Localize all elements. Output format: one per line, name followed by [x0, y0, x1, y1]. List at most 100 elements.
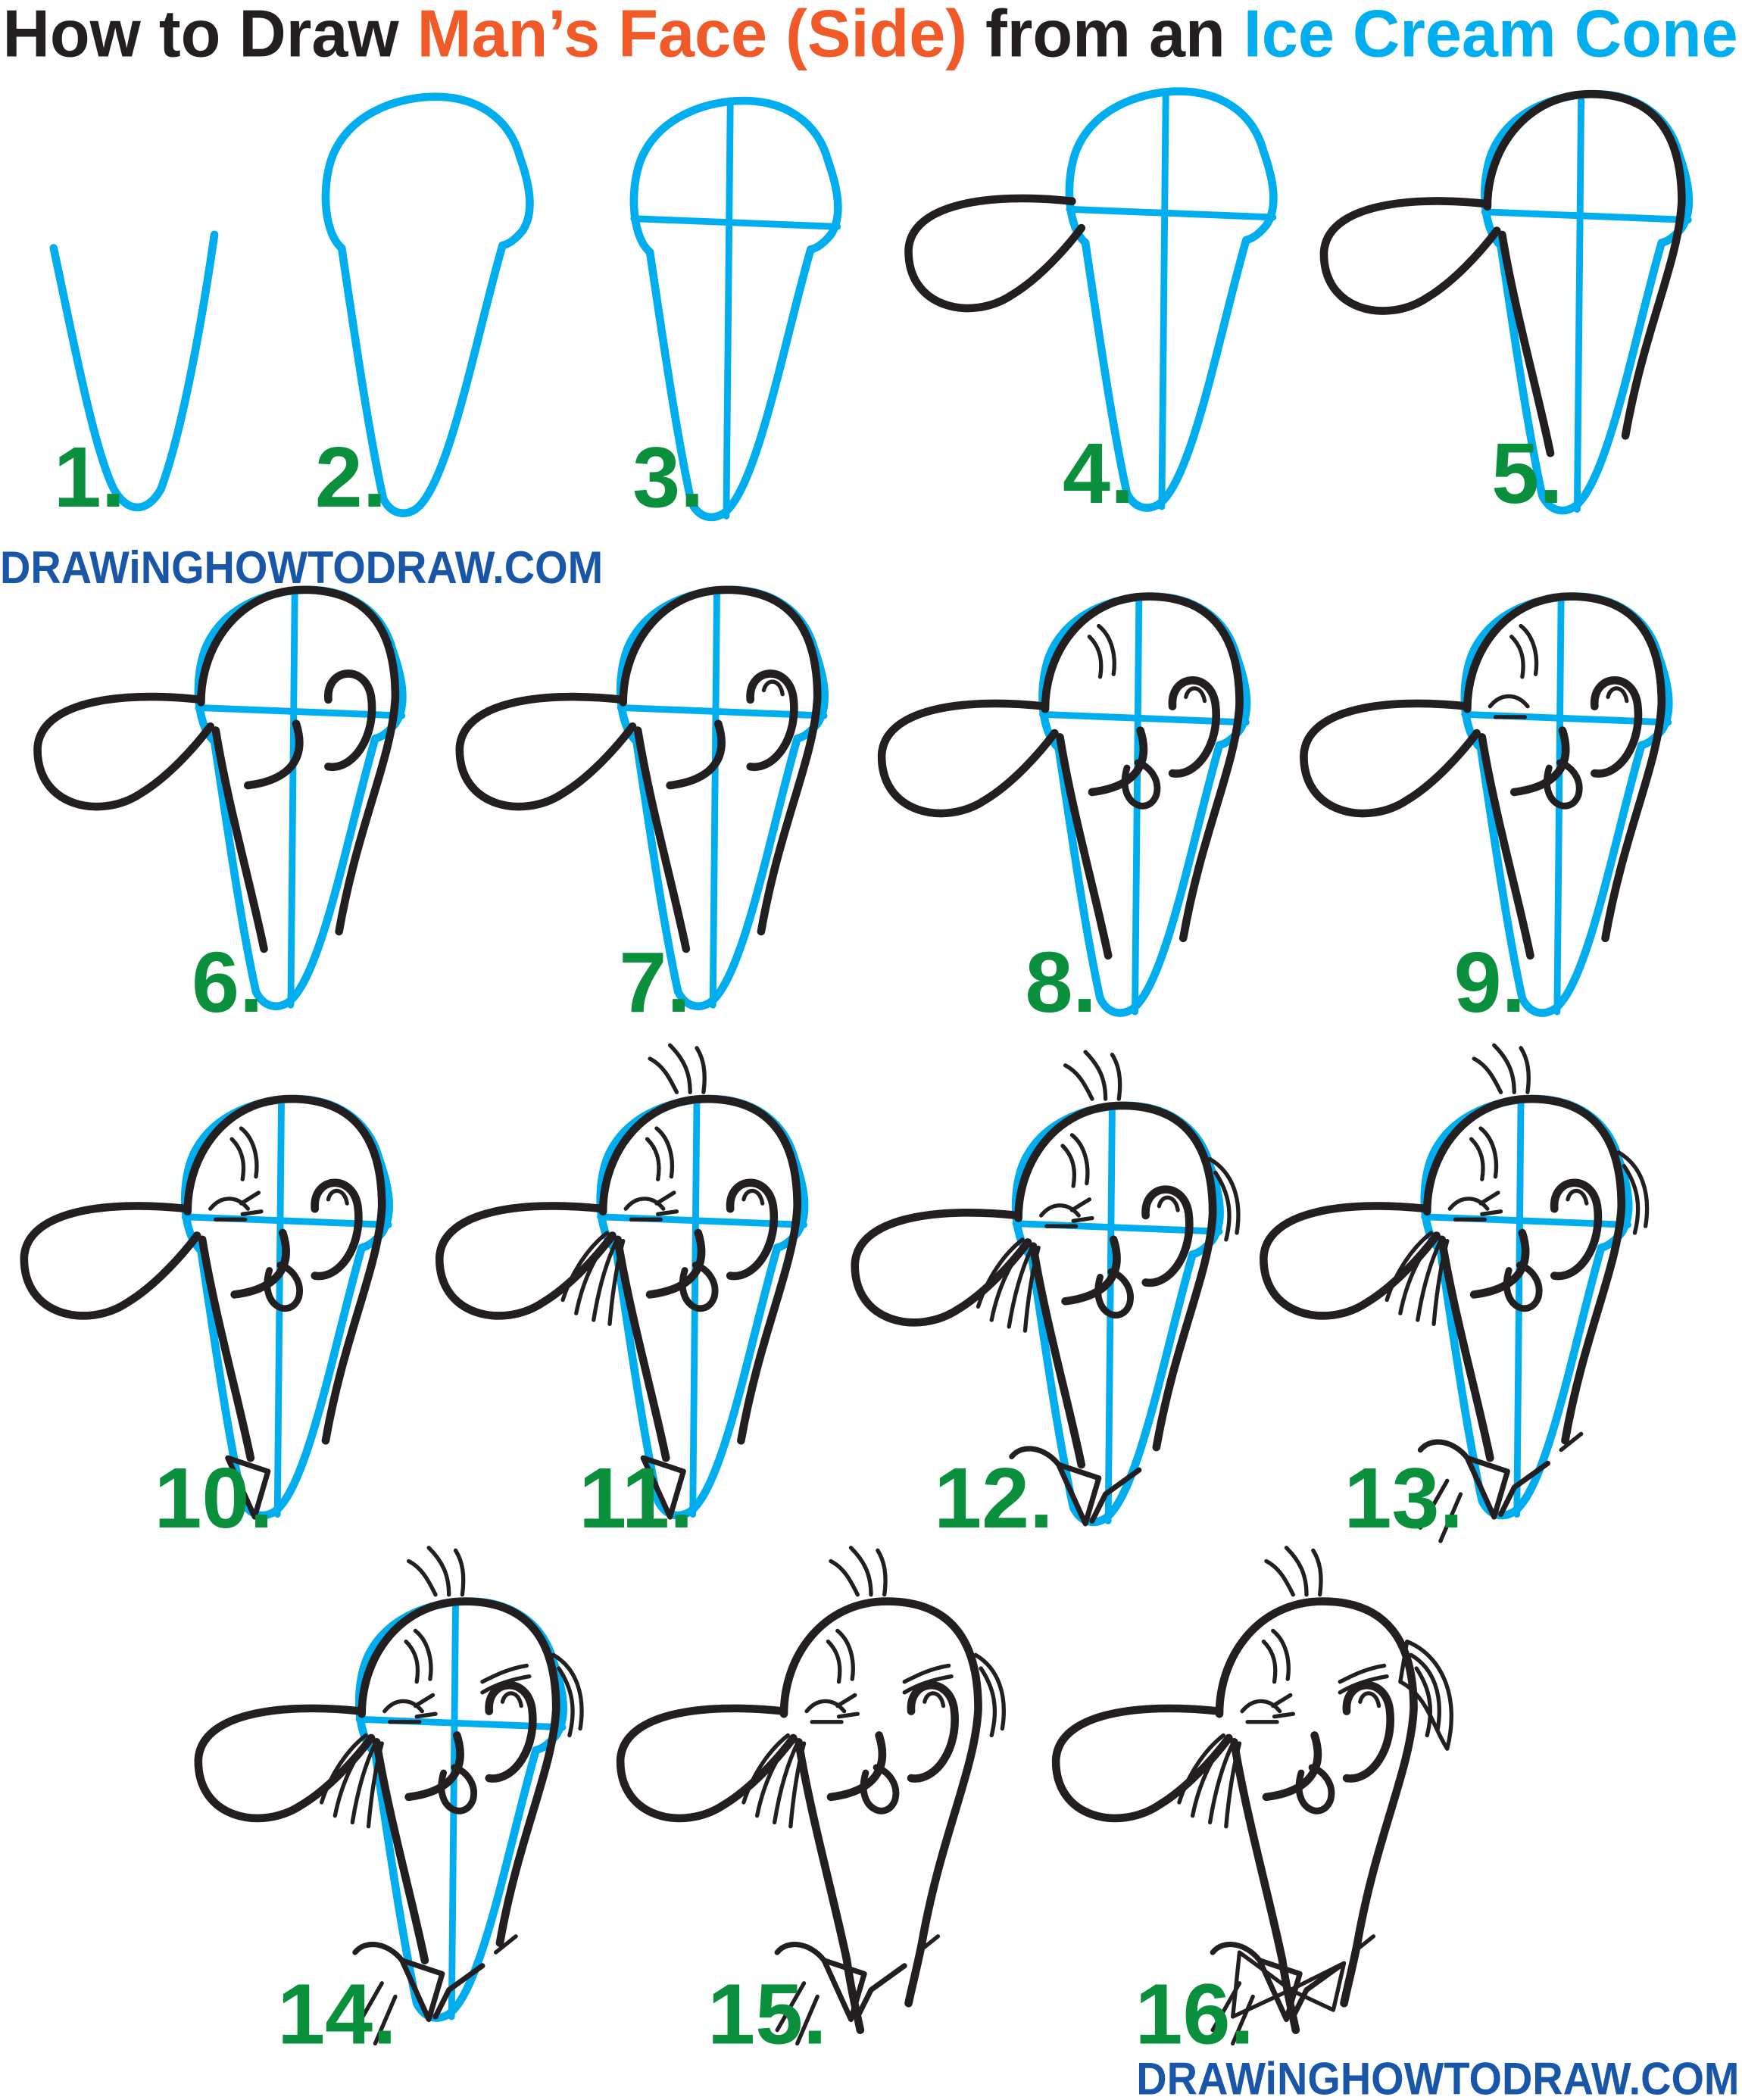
ear — [907, 1681, 959, 1783]
cheek-line — [645, 1228, 706, 1299]
mustache — [976, 1237, 1041, 1333]
bow-tie-right — [352, 1942, 485, 2020]
closed-eye — [623, 1197, 666, 1222]
tongue — [1295, 1764, 1335, 1814]
filled-bow-tie — [1231, 1950, 1347, 2019]
step-12-drawing — [851, 1050, 1241, 1527]
ear — [726, 1178, 779, 1281]
back-hair — [1616, 1150, 1650, 1235]
title-part-from-an: from an — [967, 0, 1244, 71]
bow-tie-right — [774, 1942, 907, 2020]
step-7-drawing — [455, 585, 829, 1010]
closed-eye — [1240, 1699, 1282, 1724]
title-part-how-to-draw: How to Draw — [3, 0, 417, 71]
step-11: 11. — [435, 1043, 809, 1546]
bow-tie-right — [1210, 1942, 1343, 2020]
page-title: How to Draw Man’s Face (Side) from an Ic… — [3, 0, 1738, 71]
step-number-16: 16. — [1135, 1965, 1254, 2061]
watermark-top: DRAWiNGHOWTODRAW.COM — [0, 542, 603, 593]
tongue — [264, 1262, 303, 1312]
eye-lashes — [835, 1693, 860, 1719]
eye-lashes — [654, 1190, 679, 1216]
collar-lines — [775, 1934, 941, 2046]
cheek-line — [230, 1228, 290, 1299]
cheek-line — [1469, 1228, 1530, 1299]
step-6: 6. — [33, 585, 407, 1030]
tongue — [679, 1262, 719, 1312]
step-10-drawing — [20, 1094, 393, 1520]
eye-lashes — [1478, 1190, 1503, 1216]
mustache — [560, 1231, 626, 1326]
forehead-wrinkles — [1509, 623, 1539, 679]
filled-back-hair — [1398, 1639, 1453, 1751]
ear-detail — [1358, 1691, 1381, 1708]
collar-lines — [1418, 1431, 1584, 1543]
steps-grid: 1.2.3.4.5.6.7.8.9.10.11.12.13.14.15.16. — [20, 87, 1694, 2061]
chin-line — [372, 1738, 429, 1964]
step-number-10: 10. — [154, 1449, 273, 1546]
ear-detail — [761, 679, 785, 697]
chin-line — [1438, 1235, 1494, 1462]
forehead-wrinkles — [404, 1628, 433, 1684]
closed-eye — [1039, 1203, 1081, 1228]
step-number-9: 9. — [1454, 934, 1525, 1030]
step-9-drawing — [1300, 592, 1673, 1017]
nose-outline — [1300, 699, 1481, 818]
ice-cream-cone-guide — [629, 96, 842, 522]
step-8: 8. — [877, 592, 1251, 1030]
chin-line — [795, 1738, 851, 1964]
nose-outline — [616, 1704, 798, 1823]
step-number-7: 7. — [619, 934, 690, 1030]
ear-detail — [923, 1691, 946, 1708]
cheek-line — [666, 719, 726, 790]
ear-detail — [500, 1691, 523, 1708]
chin-line — [1478, 733, 1534, 960]
bow-tie-left — [399, 1958, 445, 2023]
back-hair — [1409, 1652, 1441, 1738]
vertical-guide-line — [709, 586, 720, 1009]
step-16: 16. — [1051, 1546, 1453, 2061]
forehead-wrinkles — [645, 1126, 675, 1181]
side-hair-tufts — [902, 1663, 954, 1695]
bow-tie-left — [1464, 1455, 1510, 1520]
cheek-line — [1088, 726, 1148, 797]
step-15-drawing — [616, 1546, 1006, 2046]
step-number-1: 1. — [54, 429, 125, 525]
ear — [1591, 676, 1643, 778]
ear — [311, 1178, 363, 1281]
nose-outline — [1260, 1202, 1441, 1320]
side-hair-tufts — [1338, 1663, 1389, 1695]
step-number-6: 6. — [192, 934, 263, 1030]
step-3-drawing — [629, 96, 842, 522]
top-hair-strands — [1063, 1050, 1122, 1101]
step-5-drawing — [1319, 89, 1694, 515]
cheek-line — [1061, 1235, 1121, 1306]
cheek-line — [1262, 1731, 1322, 1802]
mustache — [1177, 1733, 1242, 1829]
top-hair-strands — [648, 1043, 707, 1094]
step-number-8: 8. — [1025, 934, 1096, 1030]
closed-eye — [208, 1197, 250, 1222]
forehead-wrinkles — [1469, 1126, 1499, 1181]
bow-tie-right — [1009, 1446, 1142, 1524]
step-15: 15. — [616, 1546, 1006, 2061]
step-14-drawing — [194, 1546, 584, 2046]
chin-line — [1056, 733, 1113, 960]
bow-tie-right — [1417, 1439, 1550, 1518]
step-9: 9. — [1300, 592, 1673, 1030]
step-10: 10. — [20, 1094, 393, 1546]
title-part-ice-cream-cone: Ice Cream Cone — [1244, 0, 1738, 71]
step-number-11: 11. — [579, 1449, 693, 1546]
horizontal-guide-line — [1481, 208, 1692, 223]
step-11-drawing — [435, 1043, 809, 1520]
cheek-line — [826, 1731, 887, 1802]
cheek-line — [404, 1731, 464, 1802]
nose-outline — [194, 1704, 376, 1823]
back-hair — [551, 1652, 584, 1738]
head-outline — [1463, 592, 1666, 943]
forehead-wrinkles — [1261, 1628, 1291, 1684]
eye-lashes — [1069, 1197, 1094, 1223]
cone-v-guide — [49, 230, 219, 512]
nose-outline — [455, 692, 637, 811]
forehead-wrinkles — [1087, 623, 1116, 679]
